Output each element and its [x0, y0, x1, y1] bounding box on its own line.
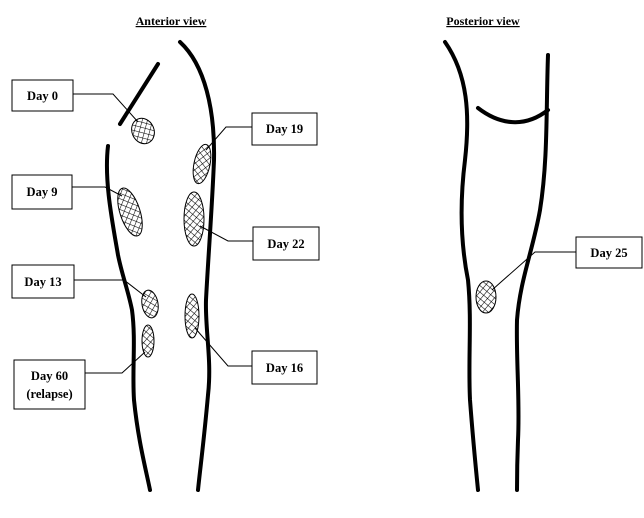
posterior-leg-left-contour	[445, 42, 478, 490]
label-day13: Day 13	[12, 265, 74, 298]
leader-day9	[72, 187, 122, 196]
label-day22-text: Day 22	[267, 237, 304, 251]
anterior-leg-right-contour	[180, 42, 214, 490]
label-day25-text: Day 25	[590, 246, 627, 260]
label-day13-text: Day 13	[24, 275, 61, 289]
lesion-day25-icon	[476, 281, 496, 313]
anterior-view-title: Anterior view	[136, 14, 207, 28]
lesion-day0-icon	[128, 115, 159, 148]
leader-day25	[492, 252, 576, 290]
lesion-day60-icon	[142, 325, 154, 357]
label-day19: Day 19	[252, 113, 317, 145]
posterior-leg-outline	[445, 42, 548, 490]
lesion-day16-icon	[185, 294, 199, 338]
label-day16: Day 16	[252, 351, 317, 384]
anterior-leg-outline	[107, 42, 214, 490]
label-day60: Day 60 (relapse)	[14, 360, 85, 409]
label-day60-line1: Day 60	[31, 369, 68, 383]
lesion-day9-icon	[113, 185, 147, 239]
lesion-day13-icon	[140, 289, 161, 319]
label-day0: Day 0	[12, 80, 73, 111]
label-day16-text: Day 16	[266, 361, 303, 375]
leader-day16	[195, 328, 252, 366]
lesion-day19-icon	[190, 143, 214, 185]
label-day9-text: Day 9	[27, 185, 58, 199]
label-day0-text: Day 0	[27, 89, 58, 103]
label-day25: Day 25	[576, 237, 642, 268]
label-day60-line2: (relapse)	[26, 387, 72, 401]
lesion-day22-icon	[184, 192, 204, 246]
label-day9: Day 9	[12, 175, 72, 209]
anterior-leg-top-stroke	[120, 64, 158, 124]
leader-day13	[74, 280, 146, 297]
leader-day60	[85, 352, 145, 373]
posterior-knee-crease	[478, 108, 548, 122]
label-day19-text: Day 19	[266, 122, 303, 136]
posterior-view-title: Posterior view	[446, 14, 520, 28]
label-day22: Day 22	[253, 227, 319, 260]
